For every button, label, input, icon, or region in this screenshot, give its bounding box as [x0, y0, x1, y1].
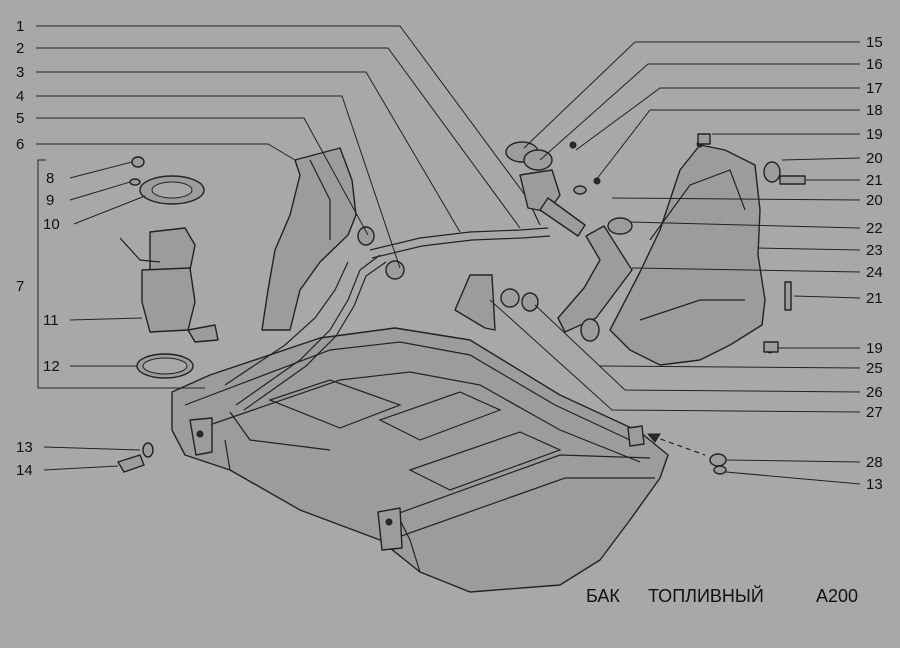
callout-26: 26 — [866, 384, 883, 401]
callout-4: 4 — [16, 88, 24, 105]
callout-22: 22 — [866, 220, 883, 237]
callout-6: 6 — [16, 136, 24, 153]
callout-13-right: 13 — [866, 476, 883, 493]
callout-18: 18 — [866, 102, 883, 119]
filler-neck — [505, 141, 601, 237]
callout-5: 5 — [16, 110, 24, 127]
filler-hose — [557, 217, 633, 333]
tank-mount-bracket-rear — [377, 507, 403, 551]
callout-17: 17 — [866, 80, 883, 97]
splash-shield — [609, 140, 774, 366]
callout-7: 7 — [16, 278, 24, 295]
callout-19-bottom: 19 — [866, 340, 883, 357]
diagram-title: БАК ТОПЛИВНЫЙ А200 — [586, 585, 858, 606]
callout-11: 11 — [43, 312, 59, 329]
callout-28: 28 — [866, 454, 883, 471]
callout-3: 3 — [16, 64, 24, 81]
bolt-left — [117, 442, 154, 473]
mounting-bracket-27 — [454, 274, 600, 342]
callout-25: 25 — [866, 360, 883, 377]
fuel-tank — [171, 327, 669, 593]
callout-1: 1 — [16, 18, 24, 35]
title-detail: ТОПЛИВНЫЙ — [648, 585, 764, 606]
fuel-pipes — [224, 227, 551, 451]
fuel-pump-module — [119, 156, 219, 379]
callout-13-left: 13 — [16, 439, 33, 456]
callout-9: 9 — [46, 192, 54, 209]
callout-8: 8 — [46, 170, 54, 187]
callout-21-top: 21 — [866, 172, 883, 189]
heat-shield — [261, 147, 357, 331]
callout-23: 23 — [866, 242, 883, 259]
callout-2: 2 — [16, 40, 24, 57]
callout-20-mid: 20 — [866, 192, 883, 209]
callout-numbers: 1 2 3 4 5 6 7 8 9 10 11 12 13 14 15 16 1… — [16, 18, 883, 493]
callout-27: 27 — [866, 404, 883, 421]
grommets-left — [357, 226, 405, 280]
callout-19-top: 19 — [866, 126, 883, 143]
callout-14: 14 — [16, 462, 33, 479]
fasteners-right — [697, 133, 806, 353]
leader-lines — [36, 25, 861, 485]
tank-mount-bracket-right — [627, 425, 645, 447]
callout-16: 16 — [866, 56, 883, 73]
callout-20-top: 20 — [866, 150, 883, 167]
group-bracket-7 — [37, 159, 205, 389]
callout-12: 12 — [43, 358, 60, 375]
callout-21-bottom: 21 — [866, 290, 883, 307]
tank-mount-bracket-front — [189, 417, 213, 456]
title-code: А200 — [816, 586, 858, 606]
title-name: БАК — [586, 586, 620, 606]
callout-10: 10 — [43, 216, 60, 233]
callout-15: 15 — [866, 34, 883, 51]
callout-24: 24 — [866, 264, 883, 281]
